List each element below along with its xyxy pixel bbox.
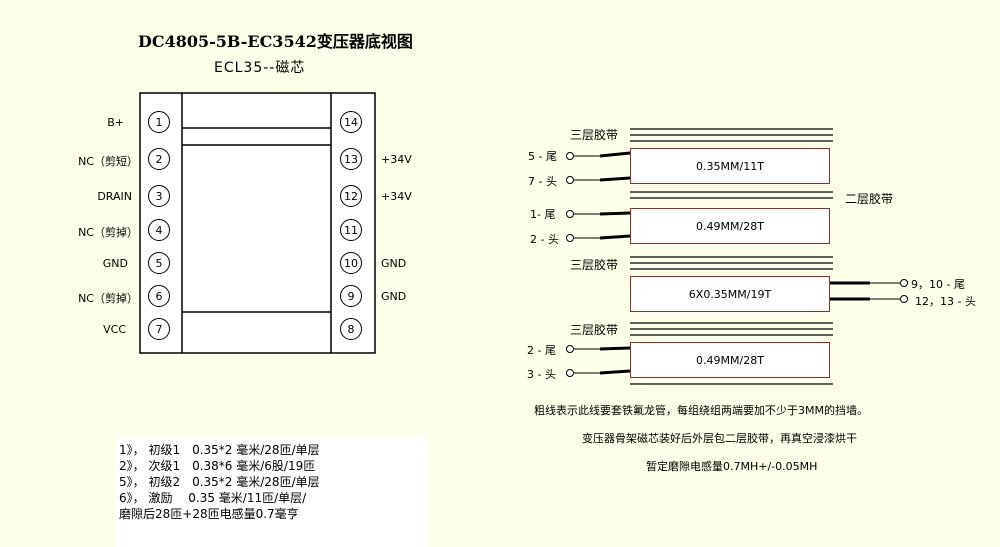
pin-9: 9 xyxy=(340,285,362,307)
pin-12: 12 xyxy=(340,185,362,207)
pin-7-label: VCC xyxy=(103,323,126,336)
note-line: 磨隙后28匝+28匝电感量0.7毫亨 xyxy=(119,507,299,521)
pin-3: 3 xyxy=(148,185,170,207)
tape-3-layer-label: 三层胶带 xyxy=(570,258,619,272)
winding-1-end-label: 5 - 尾 xyxy=(528,150,557,163)
diagram-title: DC4805-5B-EC3542变压器底视图 xyxy=(138,32,413,51)
pin-10-label: GND xyxy=(381,257,407,270)
note-line: 2》， 次级1 0.38*6 毫米/6股/19匝 xyxy=(119,459,316,473)
winding-3-end-label: 9，10 - 尾 xyxy=(911,278,965,291)
tape-3-layer-label: 三层胶带 xyxy=(570,323,619,337)
pin-13-label: +34V xyxy=(381,153,412,166)
note-line: 6》， 激励 0.35 毫米/11匝/单层/ xyxy=(119,491,307,505)
pin-4: 4 xyxy=(148,219,170,241)
inductance-note: 暂定磨隙电感量0.7MH+/-0.05MH xyxy=(646,460,818,473)
pin-3-label: DRAIN xyxy=(97,190,132,203)
winding-1-start-label: 7 - 头 xyxy=(528,175,557,188)
pin-1: 1 xyxy=(148,111,170,133)
pin-7: 7 xyxy=(148,318,170,340)
winding-box-2: 0.49MM/28T xyxy=(630,208,830,244)
note-line: 1》， 初级1 0.35*2 毫米/28匝/单层 xyxy=(119,443,320,457)
teflon-note: 粗线表示此线要套铁氟龙管，每组绕组两端要加不少于3MM的挡墙。 xyxy=(534,404,868,417)
winding-notes: 1》， 初级1 0.35*2 毫米/28匝/单层 2》， 次级1 0.38*6 … xyxy=(116,437,428,547)
tape-2-layer-label: 二层胶带 xyxy=(845,192,894,206)
tape-3-layer-label: 三层胶带 xyxy=(570,128,619,142)
tape-varnish-note: 变压器骨架磁芯装好后外层包二层胶带，再真空浸漆烘干 xyxy=(582,432,857,445)
winding-2-end-label: 1- 尾 xyxy=(530,208,556,221)
pin-11: 11 xyxy=(340,219,362,241)
pin-4-label: NC（剪掉） xyxy=(78,226,138,239)
pin-13: 13 xyxy=(340,148,362,170)
winding-4-end-label: 2 - 尾 xyxy=(527,344,556,357)
pin-6-label: NC（剪掉） xyxy=(78,292,138,305)
pin-12-label: +34V xyxy=(381,190,412,203)
winding-box-1: 0.35MM/11T xyxy=(630,148,830,184)
pin-14: 14 xyxy=(340,111,362,133)
pin-2: 2 xyxy=(148,148,170,170)
pin-2-label: NC（剪短） xyxy=(78,155,138,168)
core-type-label: ECL35--磁芯 xyxy=(214,60,306,76)
bobbin-outline xyxy=(139,92,376,354)
pin-9-label: GND xyxy=(381,290,407,303)
pin-1-label: B+ xyxy=(107,116,124,129)
winding-3-start-label: 12，13 - 头 xyxy=(915,295,976,308)
winding-box-3: 6X0.35MM/19T xyxy=(630,276,830,312)
winding-4-start-label: 3 - 头 xyxy=(527,368,556,381)
pin-5: 5 xyxy=(148,252,170,274)
note-line: 5》， 初级2 0.35*2 毫米/28匝/单层 xyxy=(119,475,320,489)
pin-8: 8 xyxy=(340,318,362,340)
winding-2-start-label: 2 - 头 xyxy=(530,233,559,246)
pin-6: 6 xyxy=(148,285,170,307)
winding-box-4: 0.49MM/28T xyxy=(630,342,830,378)
pin-10: 10 xyxy=(340,252,362,274)
pin-5-label: GND xyxy=(102,257,128,270)
